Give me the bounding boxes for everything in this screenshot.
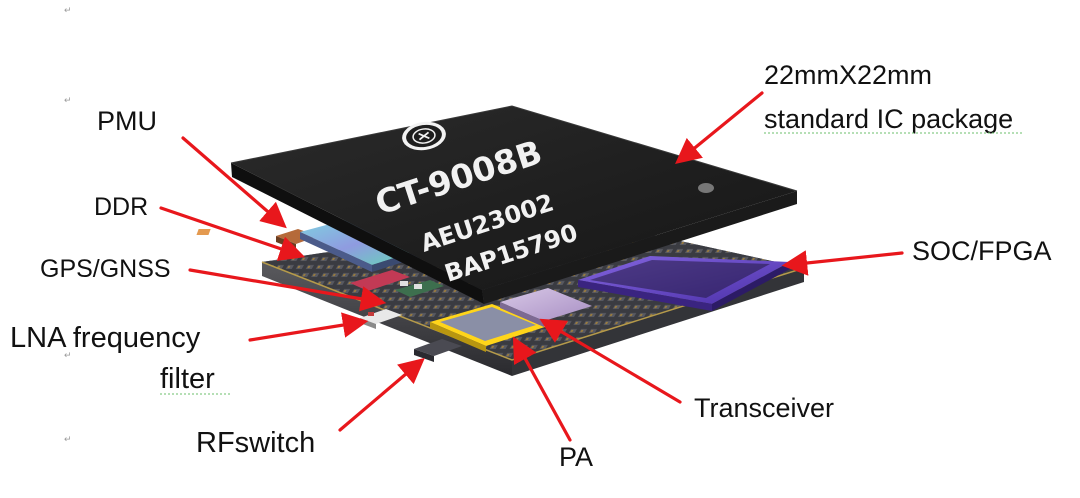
label-lna-line2: filter — [160, 363, 215, 395]
pin1-marker — [698, 183, 714, 193]
label-transceiver: Transceiver — [694, 393, 834, 423]
editor-mark: ↵ — [64, 434, 72, 444]
soc-fpga-die — [578, 256, 790, 311]
arrow-transceiver — [539, 318, 682, 404]
transceiver-die — [500, 288, 592, 327]
arrow-pa — [512, 336, 572, 442]
arrow-soc-fpga — [781, 250, 904, 276]
label-lna-line1: LNA frequency — [10, 322, 201, 354]
ic-package: CT-9008B AEU23002 BAP15790 — [230, 105, 798, 304]
label-package-type: standard IC package — [764, 104, 1013, 134]
arrow-ddr — [159, 206, 306, 261]
editor-mark: ↵ — [64, 5, 72, 15]
label-pmu: PMU — [97, 106, 157, 136]
rfswitch-component — [414, 339, 462, 362]
label-soc-fpga: SOC/FPGA — [912, 236, 1052, 266]
callout-arrows — [159, 91, 904, 442]
label-ddr: DDR — [94, 193, 148, 221]
logo-seal — [402, 121, 446, 151]
arrow-package — [675, 91, 764, 165]
label-package-size: 22mmX22mm — [764, 60, 932, 90]
gps-gnss-component — [350, 270, 444, 297]
editor-mark: ↵ — [64, 95, 72, 105]
label-rfswitch: RFswitch — [196, 427, 315, 459]
arrow-lna — [248, 312, 369, 342]
label-pa: PA — [559, 442, 593, 472]
arrow-gps-gnss — [188, 268, 387, 312]
label-gps-gnss: GPS/GNSS — [40, 255, 171, 283]
arrow-pmu — [181, 136, 287, 229]
editor-mark: ↵ — [64, 350, 72, 360]
arrow-rfswitch — [338, 357, 425, 432]
